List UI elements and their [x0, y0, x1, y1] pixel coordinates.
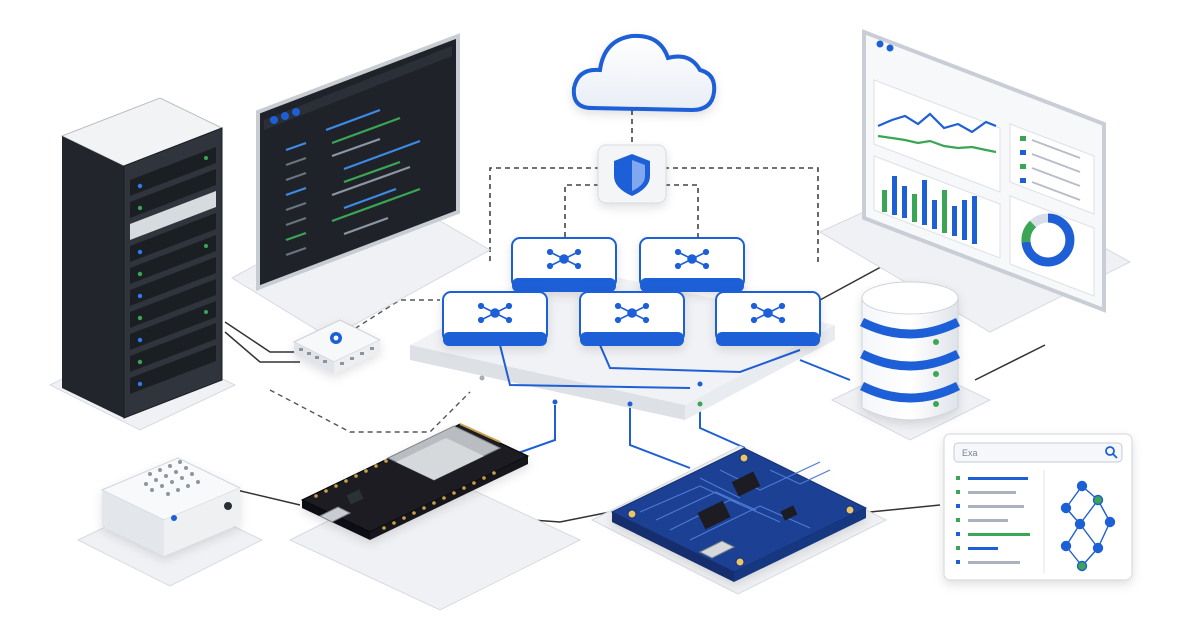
- security-gateway: [597, 144, 667, 204]
- sensor-box: [76, 457, 264, 587]
- shield-icon: [614, 154, 650, 196]
- dark-link-rack-switch2: [224, 331, 300, 363]
- hub-port: [697, 401, 703, 407]
- rack-status-leds: [137, 156, 208, 387]
- hub-port: [552, 399, 558, 405]
- dark-link-rack-switch: [224, 321, 300, 353]
- rack-units: [130, 147, 216, 394]
- search-panel: Exa: [943, 433, 1133, 581]
- switch-ports: [299, 347, 374, 365]
- pcb-chip: [731, 471, 761, 497]
- hub-node-tile: [639, 237, 745, 292]
- dashed-link-lower: [269, 389, 471, 433]
- window-dot: [281, 112, 289, 120]
- window-dot: [270, 116, 278, 124]
- hub-trace: [499, 344, 691, 389]
- search-query-text: Exa: [962, 448, 978, 458]
- hub-node-icon: [674, 248, 710, 270]
- hub-node-icon: [614, 302, 650, 324]
- database-icon: [859, 281, 961, 421]
- window-dot: [876, 40, 884, 48]
- hub-node-icon: [477, 302, 513, 324]
- search-icon[interactable]: [1105, 446, 1118, 459]
- sensor-vent-dots: [144, 460, 200, 496]
- pcb-board: [590, 445, 888, 595]
- sensor-port: [224, 502, 232, 510]
- server-rack: [48, 97, 237, 431]
- code-editor-monitor: [231, 33, 492, 339]
- hub-trace: [599, 344, 801, 374]
- hub-node-tile: [511, 237, 617, 292]
- dashboard-bar-chart: [873, 155, 1001, 259]
- gear-icon: [330, 332, 342, 344]
- antenna-trace: [459, 423, 501, 443]
- pcb-chip: [697, 500, 731, 530]
- circuit-board-icon: [610, 447, 868, 582]
- pcb-mount-hole: [627, 509, 637, 519]
- cloud-icon: [571, 33, 717, 113]
- dashed-link-shield-left: [489, 167, 600, 262]
- editor-code-lines: [285, 108, 421, 257]
- analytics-dashboard: [818, 29, 1132, 333]
- pcb-chip: [780, 505, 798, 521]
- window-dot: [886, 44, 894, 52]
- pcb-connector: [698, 540, 736, 559]
- dashed-link-inner-right: [656, 184, 699, 240]
- network-switch: [292, 319, 382, 374]
- pcb-traces: [639, 461, 831, 541]
- series-line-blue: [877, 112, 997, 134]
- search-input[interactable]: [953, 442, 1123, 463]
- usb-port: [318, 506, 352, 523]
- blue-link-pcb2: [699, 405, 746, 449]
- dashboard-donut-chart: [1009, 195, 1095, 297]
- dashed-link-shield-right: [664, 167, 819, 262]
- hub-port: [627, 401, 633, 407]
- dark-link-dashboard: [819, 261, 891, 301]
- window-dot: [292, 108, 300, 116]
- microcontroller-board: [288, 423, 582, 611]
- dark-link-db-search: [974, 344, 1046, 381]
- hub-port: [479, 375, 485, 381]
- board-chip: [346, 489, 364, 505]
- blue-link-pcb: [629, 405, 691, 469]
- hub-node-tile: [715, 291, 821, 346]
- hub-node-icon: [750, 302, 786, 324]
- hub-node-tile: [579, 291, 685, 346]
- pcb-mount-hole: [735, 557, 745, 567]
- esp32-board-icon: [300, 423, 530, 540]
- dashboard-line-chart: [873, 79, 1001, 193]
- header-pins: [314, 459, 496, 530]
- search-results-list: [956, 476, 1030, 564]
- database: [830, 281, 992, 441]
- sensor-icon: [100, 457, 242, 556]
- hub-platform: [410, 237, 835, 420]
- editor-screen-frame: [256, 33, 460, 291]
- pcb-mount-hole: [739, 453, 749, 463]
- dashboard-list-panel: [1009, 123, 1095, 215]
- blue-link-db: [799, 359, 851, 381]
- pcb-mount-hole: [845, 505, 855, 515]
- sensor-status-led: [171, 515, 177, 521]
- hub-node-icon: [546, 248, 582, 270]
- dark-link-pcb-search: [869, 504, 941, 513]
- hub-port: [697, 381, 703, 387]
- series-line-green: [877, 134, 997, 154]
- hub-node-tile: [442, 291, 548, 346]
- graph-network-icon: [1060, 480, 1116, 572]
